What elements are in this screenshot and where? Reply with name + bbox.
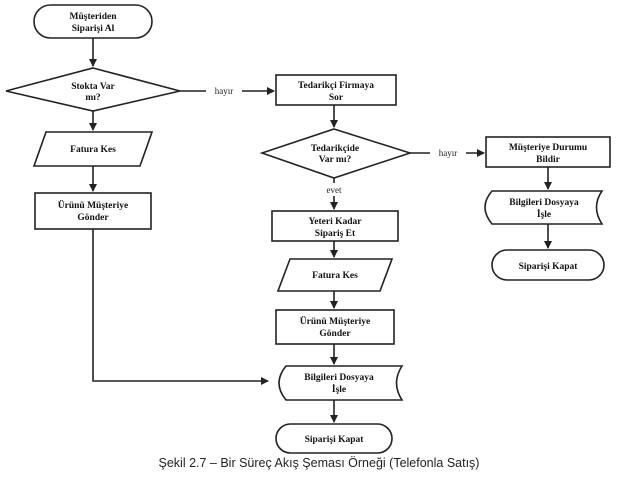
node-file-middle-line1: Bilgileri Dosyaya — [304, 373, 374, 383]
node-file-middle-line2: İşle — [332, 383, 346, 395]
node-invoice-middle: Fatura Kes — [276, 258, 394, 292]
decision-supplier-has-line2: Var mı? — [319, 155, 352, 165]
edge-label-supplier-yes: evet — [327, 185, 342, 195]
node-file-right-line1: Bilgileri Dosyaya — [509, 198, 579, 208]
node-order-enough-line2: Sipariş Et — [315, 229, 356, 239]
node-ship-left-line2: Gönder — [77, 213, 109, 223]
node-file-middle: Bilgileri Dosyaya İşle — [278, 365, 404, 401]
node-ask-supplier-line2: Sor — [329, 93, 344, 103]
decision-supplier-has-line1: Tedarikçide — [311, 144, 359, 154]
node-receive-order-line2: Siparişi Al — [72, 24, 115, 34]
node-ship-middle: Ürünü Müşteriye Gönder — [275, 309, 395, 345]
node-inform-customer-line2: Bildir — [536, 155, 561, 165]
node-receive-order: Müşteriden Siparişi Al — [33, 4, 153, 39]
edge-label-stock-no: hayır — [215, 86, 234, 96]
node-order-enough: Yeteri Kadar Sipariş Et — [271, 210, 399, 242]
node-ask-supplier-line1: Tedarikçi Firmaya — [298, 81, 374, 91]
node-invoice-middle-label: Fatura Kes — [312, 271, 358, 281]
node-ask-supplier: Tedarikçi Firmaya Sor — [275, 74, 397, 106]
decision-in-stock: Stokta Var mı? — [5, 67, 181, 112]
node-ship-left-line1: Ürünü Müşteriye — [58, 198, 128, 211]
node-close-order-middle-label: Siparişi Kapat — [305, 435, 365, 445]
edge-n4-n10 — [92, 229, 269, 385]
node-close-order-right: Siparişi Kapat — [491, 249, 605, 281]
node-order-enough-line1: Yeteri Kadar — [308, 217, 362, 227]
node-ship-left: Ürünü Müşteriye Gönder — [34, 192, 152, 230]
node-close-order-middle: Siparişi Kapat — [275, 423, 393, 454]
node-receive-order-line1: Müşteriden — [70, 12, 118, 22]
edge-label-supplier-no: hayır — [439, 148, 458, 158]
decision-in-stock-line1: Stokta Var — [71, 82, 115, 92]
node-ship-middle-line2: Gönder — [319, 329, 351, 339]
node-invoice-left: Fatura Kes — [32, 131, 154, 167]
node-close-order-right-label: Siparişi Kapat — [519, 262, 579, 272]
figure-caption: Şekil 2.7 – Bir Süreç Akış Şeması Örneği… — [158, 456, 480, 470]
node-ship-middle-line1: Ürünü Müşteriye — [300, 314, 370, 327]
node-inform-customer: Müşteriye Durumu Bildir — [485, 136, 611, 168]
node-inform-customer-line1: Müşteriye Durumu — [509, 143, 588, 153]
node-file-right: Bilgileri Dosyaya İşle — [484, 190, 604, 225]
node-file-right-line2: İşle — [537, 208, 551, 220]
node-invoice-left-label: Fatura Kes — [70, 145, 116, 155]
decision-in-stock-line2: mı? — [85, 93, 101, 103]
decision-supplier-has: Tedarikçide Var mı? — [259, 128, 413, 179]
